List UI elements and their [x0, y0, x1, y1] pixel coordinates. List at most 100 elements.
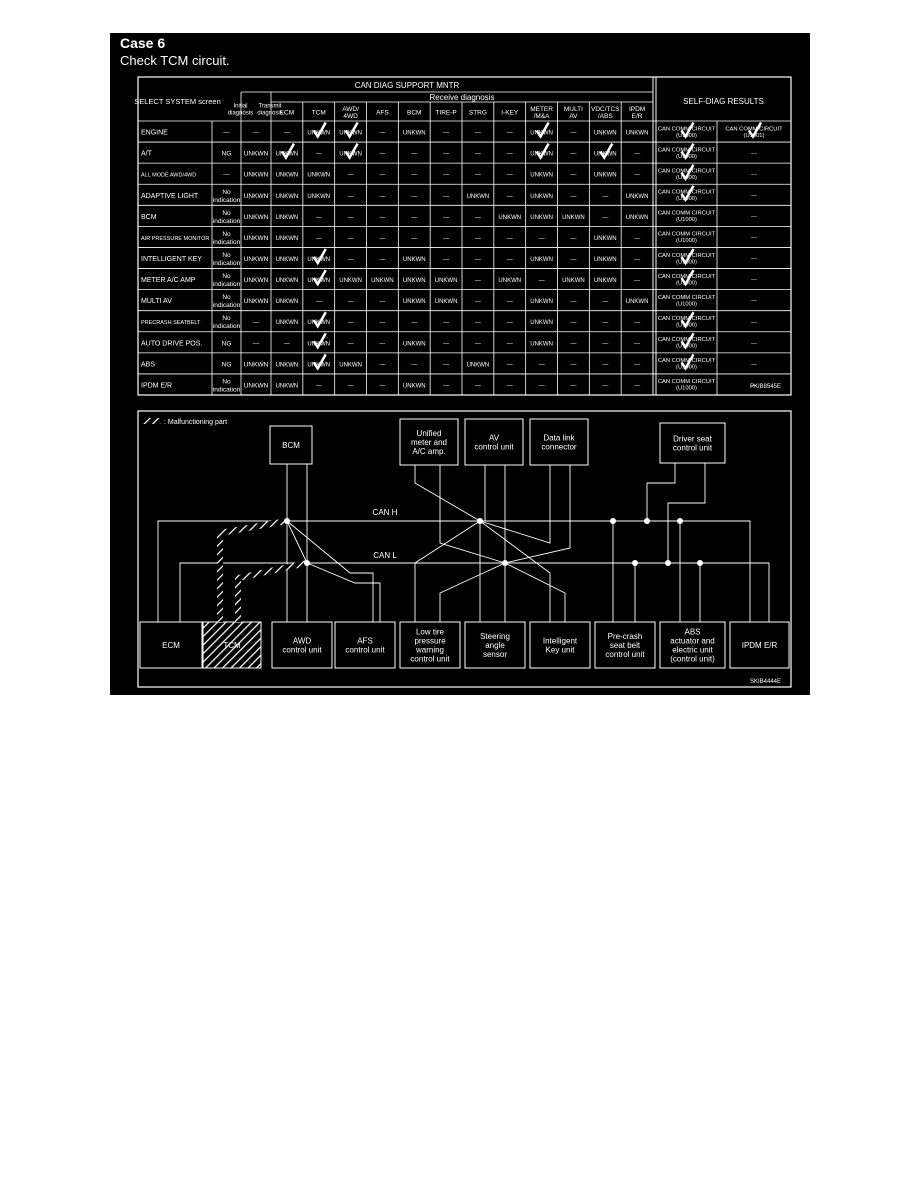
receive-cell: — — [379, 131, 385, 137]
receive-cell: UNKWN — [403, 299, 426, 305]
initial-diagnosis-cell: NG — [222, 151, 232, 158]
self-diag-result-1: (U1000) — [676, 301, 697, 307]
tire-box-label: warning — [415, 645, 444, 654]
self-diag-result-1: CAN COMM CIRCUIT — [658, 274, 716, 280]
check-icon — [680, 164, 695, 182]
receive-cell: — — [507, 131, 513, 137]
receive-cell: — — [634, 173, 640, 179]
receive-cell: — — [570, 194, 576, 200]
abs-box-label: (control unit) — [670, 654, 715, 663]
check-icon — [312, 121, 327, 139]
strg-box — [464, 621, 526, 669]
receive-cell: UNKWN — [626, 299, 649, 305]
wire — [439, 562, 506, 622]
receive-cell: — — [379, 152, 385, 158]
initial-diagnosis-cell: — — [223, 130, 230, 137]
header-initial-diagnosis: diagnosis — [228, 111, 253, 117]
self-diag-result-2: — — [751, 172, 757, 178]
wire — [414, 465, 481, 522]
receive-cell: — — [570, 362, 576, 368]
header-select-system: SELECT SYSTEM screen — [134, 97, 221, 106]
receive-cell: — — [570, 320, 576, 326]
header-receive-col: BCM — [407, 109, 421, 116]
receive-cell: — — [539, 278, 545, 284]
meter-box-label: Unified — [417, 429, 442, 438]
initial-diagnosis-cell: indication — [213, 197, 241, 204]
initial-diagnosis-cell: No — [222, 315, 231, 322]
receive-cell: — — [379, 299, 385, 305]
wire — [479, 465, 551, 544]
dlc-box-label: connector — [541, 442, 576, 451]
receive-cell: — — [507, 236, 513, 242]
self-diag-result-1: CAN COMM CIRCUIT — [658, 211, 716, 217]
receive-cell: — — [507, 341, 513, 347]
receive-cell: — — [348, 173, 354, 179]
receive-cell: UNKWN — [276, 173, 299, 179]
self-diag-result-1: CAN COMM CIRCUIT — [658, 147, 716, 153]
splice-dot — [502, 560, 508, 566]
strg-box-label: sensor — [483, 650, 507, 659]
receive-cell: — — [379, 320, 385, 326]
receive-cell: — — [507, 362, 513, 368]
receive-cell: UNKWN — [530, 320, 553, 326]
header-main: CAN DIAG SUPPORT MNTR — [355, 81, 460, 90]
initial-diagnosis-cell: indication — [213, 218, 241, 225]
receive-cell: — — [602, 320, 608, 326]
receive-cell: — — [411, 362, 417, 368]
receive-cell: — — [602, 299, 608, 305]
receive-cell: — — [348, 320, 354, 326]
row-system-name: METER A/C AMP — [141, 277, 196, 284]
tcm-can-h-malfunction — [217, 518, 288, 622]
transmit-diagnosis-cell: — — [253, 340, 260, 347]
receive-cell: — — [443, 131, 449, 137]
self-diag-result-1: CAN COMM CIRCUIT — [658, 379, 716, 385]
malfunction-legend-swatch — [143, 418, 161, 424]
initial-diagnosis-cell: NG — [222, 361, 232, 368]
row-system-name: A/T — [141, 151, 153, 158]
header-receive-col: E/R — [632, 113, 643, 120]
self-diag-result-2: — — [751, 151, 757, 157]
receive-cell: UNKWN — [403, 383, 426, 389]
row-system-name: INTELLIGENT KEY — [141, 256, 202, 263]
ecm-box — [139, 621, 203, 669]
header-initial-diagnosis: Initial — [233, 104, 247, 110]
wire — [306, 562, 381, 622]
receive-cell: — — [443, 257, 449, 263]
transmit-diagnosis-cell: UNKWN — [244, 193, 269, 200]
initial-diagnosis-cell: NG — [222, 340, 232, 347]
check-icon — [747, 121, 763, 139]
receive-cell: UNKWN — [276, 257, 299, 263]
splice-dot — [665, 560, 671, 566]
header-receive: Receive diagnosis — [430, 93, 495, 102]
self-diag-result-2: CAN COMM CIRCUIT — [725, 126, 783, 132]
dlc-box — [529, 418, 589, 466]
receive-cell: — — [411, 320, 417, 326]
precrash-box-label: control unit — [605, 650, 645, 659]
receive-cell: UNKWN — [467, 194, 490, 200]
bcm-box-label: BCM — [282, 441, 300, 450]
tcm-can-l-malfunction — [235, 560, 308, 622]
initial-diagnosis-cell: No — [222, 252, 231, 259]
receive-cell: — — [570, 257, 576, 263]
document-panel: Case 6 Check TCM circuit. CAN DIAG SUPPO… — [110, 33, 810, 695]
check-icon — [312, 311, 327, 329]
receive-cell: — — [379, 194, 385, 200]
self-diag-result-1: CAN COMM CIRCUIT — [658, 190, 716, 196]
row-system-name: PRECRASH SEATBELT — [141, 320, 201, 326]
transmit-diagnosis-cell: UNKWN — [244, 361, 269, 368]
receive-cell: — — [443, 152, 449, 158]
header-receive-col: AWD/ — [342, 106, 359, 113]
table-code: PKIB8545E — [750, 384, 781, 390]
receive-cell: — — [634, 152, 640, 158]
receive-cell: — — [570, 299, 576, 305]
receive-cell: — — [507, 299, 513, 305]
initial-diagnosis-cell: No — [222, 273, 231, 280]
meter-box — [399, 418, 459, 466]
receive-cell: — — [507, 257, 513, 263]
transmit-diagnosis-cell: — — [253, 319, 260, 326]
splice-dot — [284, 518, 290, 524]
wire — [667, 463, 706, 563]
transmit-diagnosis-cell: UNKWN — [244, 256, 269, 263]
receive-cell: — — [475, 152, 481, 158]
ikey-box — [529, 621, 591, 669]
